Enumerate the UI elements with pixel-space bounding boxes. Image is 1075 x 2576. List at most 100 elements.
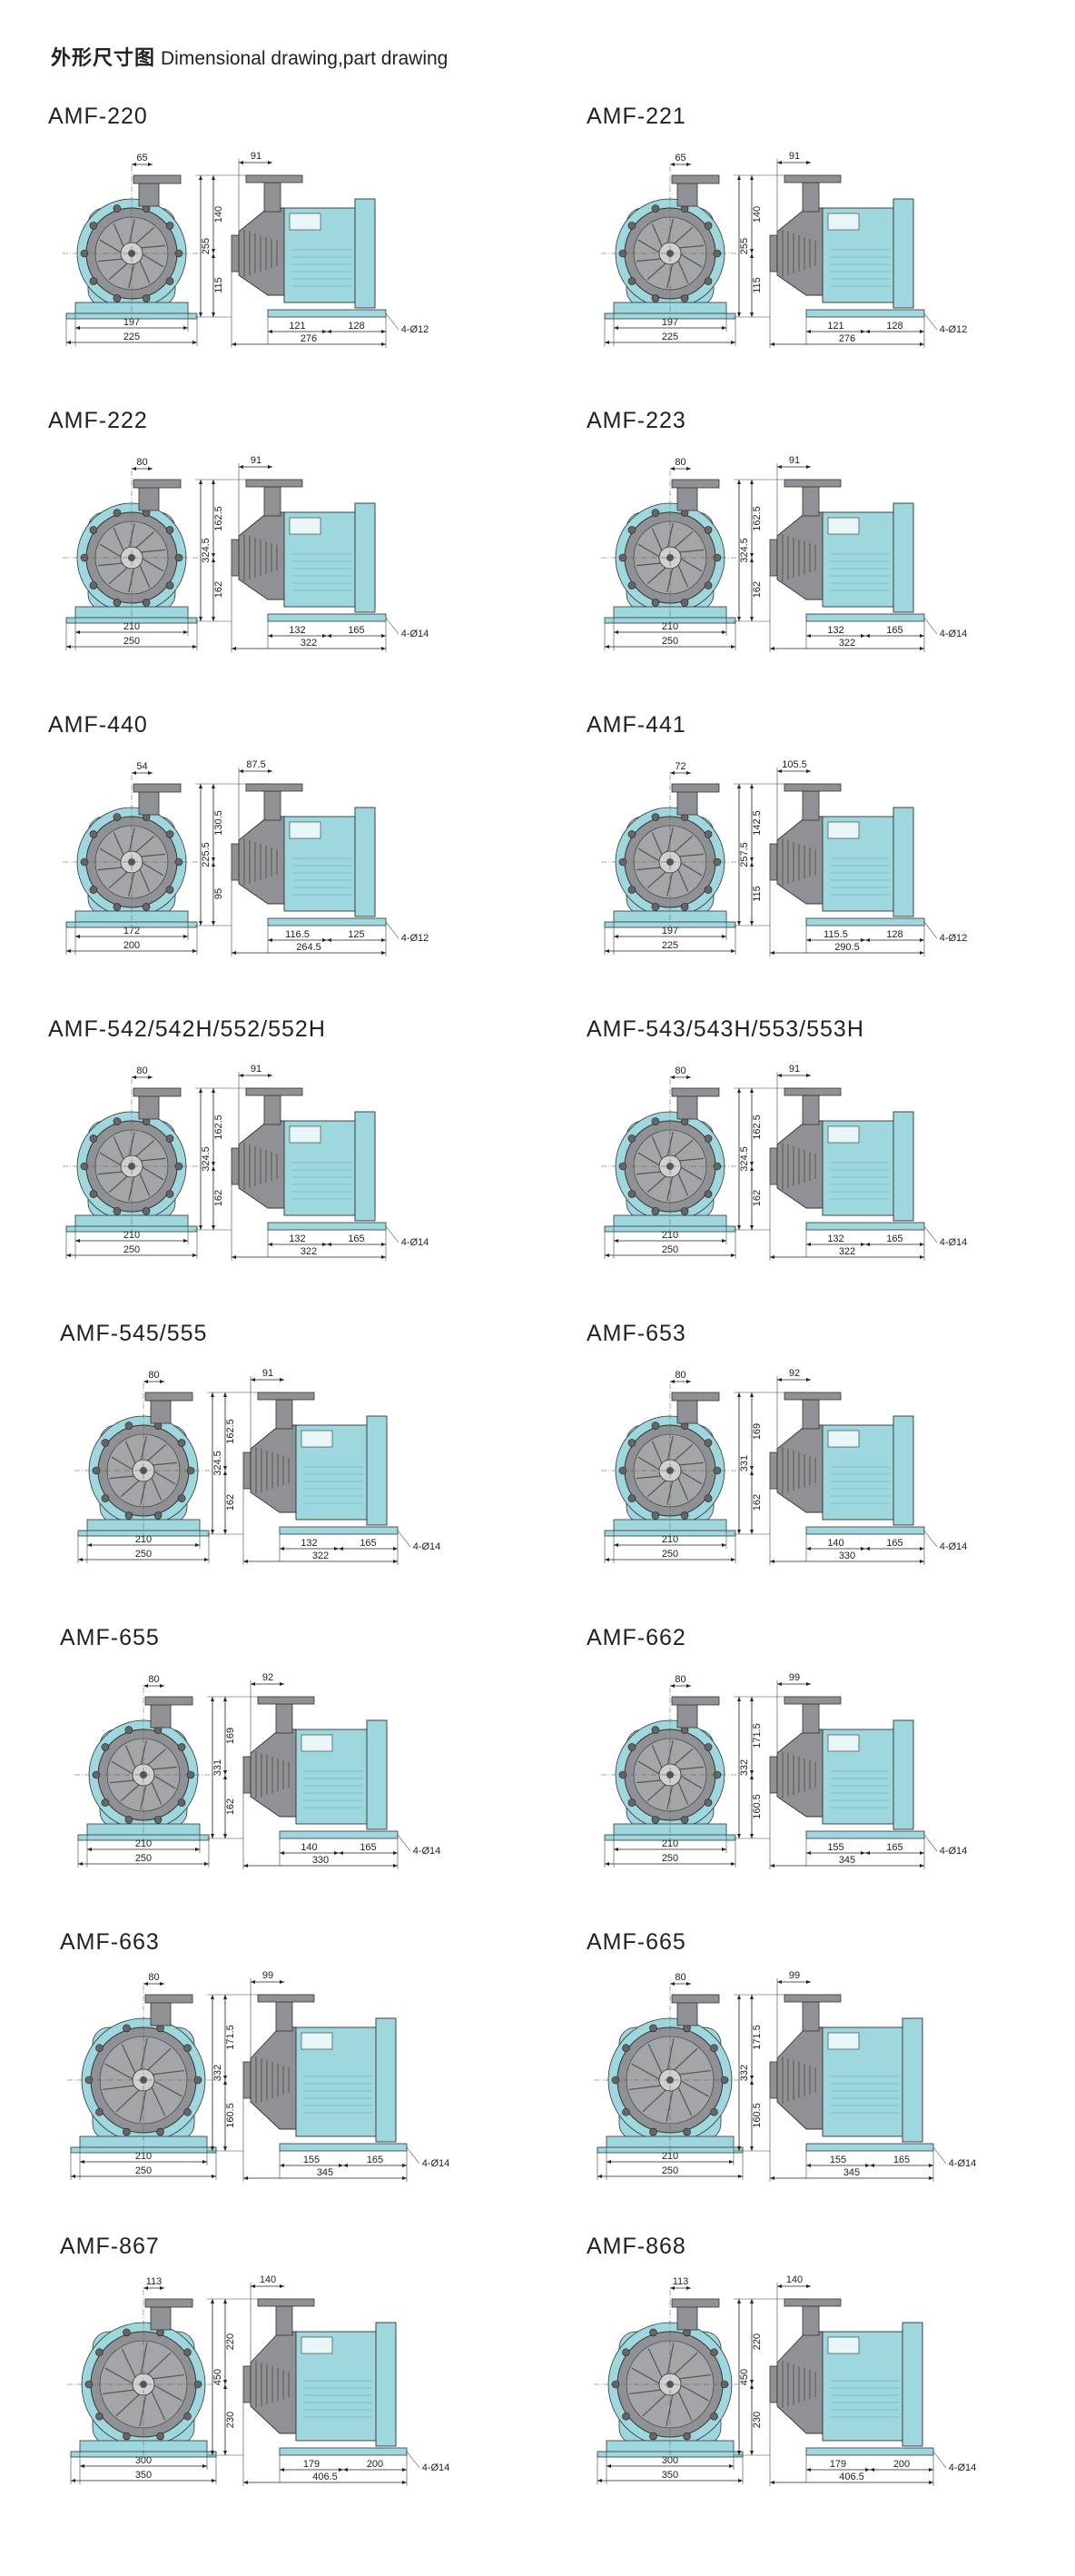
dim-front-top: 80 [148,1674,159,1685]
bolt-icon [124,1422,133,1430]
bolt-icon [651,204,660,213]
suction-flange [231,234,240,272]
discharge-flange [133,1087,182,1097]
dim-side-lower: 162 [752,581,763,598]
dim-side-base-1: 140 [827,1538,843,1549]
discharge-flange [784,783,842,792]
nameplate-icon [301,2336,333,2354]
bolt-icon [680,1207,689,1215]
model-title: AMF-655 [60,1625,160,1650]
dim-side-base-1: 155 [303,2155,320,2165]
motor-fan-cover [354,807,376,917]
dim-side-top: 140 [260,2274,276,2285]
motor-fan-cover [354,1111,376,1222]
bolt-icon [165,1134,174,1143]
bolt-icon [165,1190,174,1198]
dim-side-overall: 276 [301,333,317,344]
nameplate-icon [301,2032,333,2050]
bolt-icon [710,2348,718,2357]
bolt-icon [627,581,636,590]
discharge-flange [784,1392,842,1401]
discharge-flange [257,1696,315,1705]
suction-flange [769,2061,778,2099]
pump-body [238,511,287,600]
dim-front-top: 65 [675,153,685,163]
bolt-icon [651,1117,660,1125]
discharge-flange [245,174,303,183]
discharge-outlet [138,1095,160,1120]
dim-side-upper: 171.5 [752,1723,763,1749]
bolt-icon [113,509,122,517]
dim-side-upper: 162.5 [213,1115,224,1140]
nameplate-icon [289,517,321,535]
bolt-icon [156,2127,164,2136]
bolt-icon [651,1207,660,1215]
bolt-icon [627,1798,636,1807]
dim-front-base-inner: 197 [662,926,678,936]
bolt-icon [113,294,122,302]
dim-front-base-inner: 210 [662,621,678,632]
discharge-outlet [676,182,698,207]
bolt-icon [627,1134,636,1143]
dim-side-upper: 171.5 [225,2025,236,2050]
base-plate [805,1526,925,1535]
nameplate-icon [827,213,860,231]
suction-flange [769,1756,778,1794]
suction-flange [769,539,778,577]
base-plate [267,309,387,318]
model-title: AMF-222 [48,408,148,433]
pump-body [776,2331,825,2434]
discharge-flange [245,479,303,488]
dim-front-base-outer: 250 [662,1853,678,1864]
discharge-flange [245,1087,303,1096]
bolt-icon [649,2127,657,2136]
motor-fan-cover [893,1719,914,1830]
motor-fan-cover [354,198,376,309]
discharge-flange [671,783,720,793]
dim-side-base-2: 128 [886,321,902,332]
motor-fan-cover [893,1415,914,1526]
pump-body [250,2331,299,2434]
dim-side-total: 450 [739,2369,750,2385]
dim-side-base-1: 155 [830,2155,846,2165]
bolt-icon [622,2412,630,2421]
bolt-note: 4-Ø14 [413,1541,441,1552]
bolt-icon [622,2348,630,2357]
bolt-icon [177,1798,186,1807]
bolt-note: 4-Ø14 [940,1846,968,1857]
bolt-icon [101,1798,110,1807]
dim-side-total: 324.5 [201,538,212,563]
page-title-en: Dimensional drawing,part drawing [161,48,449,69]
pump-body [776,511,825,600]
dim-front-base-inner: 210 [662,1534,678,1545]
base-plate [805,2447,934,2456]
pump-body [250,2026,299,2130]
discharge-outlet [676,1399,698,1424]
discharge-flange [671,1087,720,1097]
suction-flange [231,1147,240,1185]
motor-fan-cover [893,807,914,917]
bolt-icon [651,813,660,821]
dim-side-base-1: 115.5 [824,929,848,940]
dim-front-base-outer: 225 [662,332,678,342]
nameplate-icon [827,2032,860,2050]
dim-side-total: 324.5 [739,1146,750,1172]
bolt-note: 4-Ø14 [940,1541,968,1552]
bolt-icon [183,2107,192,2116]
suction-flange [231,843,240,881]
dim-side-top: 105.5 [782,759,807,770]
model-title: AMF-867 [60,2234,160,2259]
